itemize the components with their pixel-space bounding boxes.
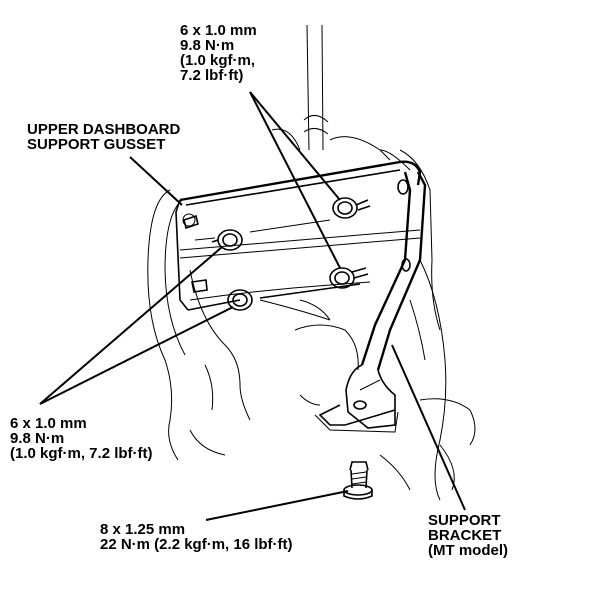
lower-bolt-size: 8 x 1.25 mm	[100, 521, 186, 538]
bolt-lower	[343, 461, 373, 500]
dashboard-structure	[147, 24, 476, 501]
gusset-label-line2: SUPPORT GUSSET	[27, 136, 166, 153]
upper-fastener-size: 6 x 1.0 mm	[180, 22, 257, 39]
bolt-left-upper	[211, 229, 243, 251]
bracket-label-line2: BRACKET	[428, 527, 502, 544]
upper-fastener-torque-nm: 9.8 N·m	[180, 37, 235, 54]
stud-left-upper	[183, 214, 199, 230]
support-bracket-label: SUPPORT BRACKET (MT model)	[428, 513, 508, 558]
left-fastener-torque-nm: 9.8 N·m	[10, 430, 65, 447]
upper-fastener-torque-lbf: 7.2 lbf·ft)	[180, 67, 244, 84]
left-fasteners-label: 6 x 1.0 mm 9.8 N·m (1.0 kgf·m, 7.2 lbf·f…	[10, 416, 153, 461]
lower-bolt-torque: 22 N·m (2.2 kgf·m, 16 lbf·ft)	[100, 536, 293, 553]
left-fastener-torque-other: (1.0 kgf·m, 7.2 lbf·ft)	[10, 445, 153, 462]
leader-lines	[39, 91, 466, 521]
bolt-upper-right-1	[332, 197, 371, 219]
lower-bolt-label: 8 x 1.25 mm 22 N·m (2.2 kgf·m, 16 lbf·ft…	[100, 522, 293, 552]
bracket-label-line1: SUPPORT	[428, 512, 501, 529]
left-fastener-size: 6 x 1.0 mm	[10, 415, 87, 432]
support-bracket	[314, 171, 427, 433]
support-gusset-plate	[175, 160, 422, 311]
bolt-upper-right-2	[329, 267, 369, 289]
bracket-label-line3: (MT model)	[428, 542, 508, 559]
gusset-label-line1: UPPER DASHBOARD	[27, 121, 181, 138]
bolt-left-lower	[227, 289, 253, 311]
gusset-label: UPPER DASHBOARD SUPPORT GUSSET	[27, 122, 180, 152]
upper-fasteners-label: 6 x 1.0 mm 9.8 N·m (1.0 kgf·m, 7.2 lbf·f…	[180, 23, 257, 83]
stud-left-lower	[191, 279, 208, 293]
upper-fastener-torque-kgf: (1.0 kgf·m,	[180, 52, 256, 69]
